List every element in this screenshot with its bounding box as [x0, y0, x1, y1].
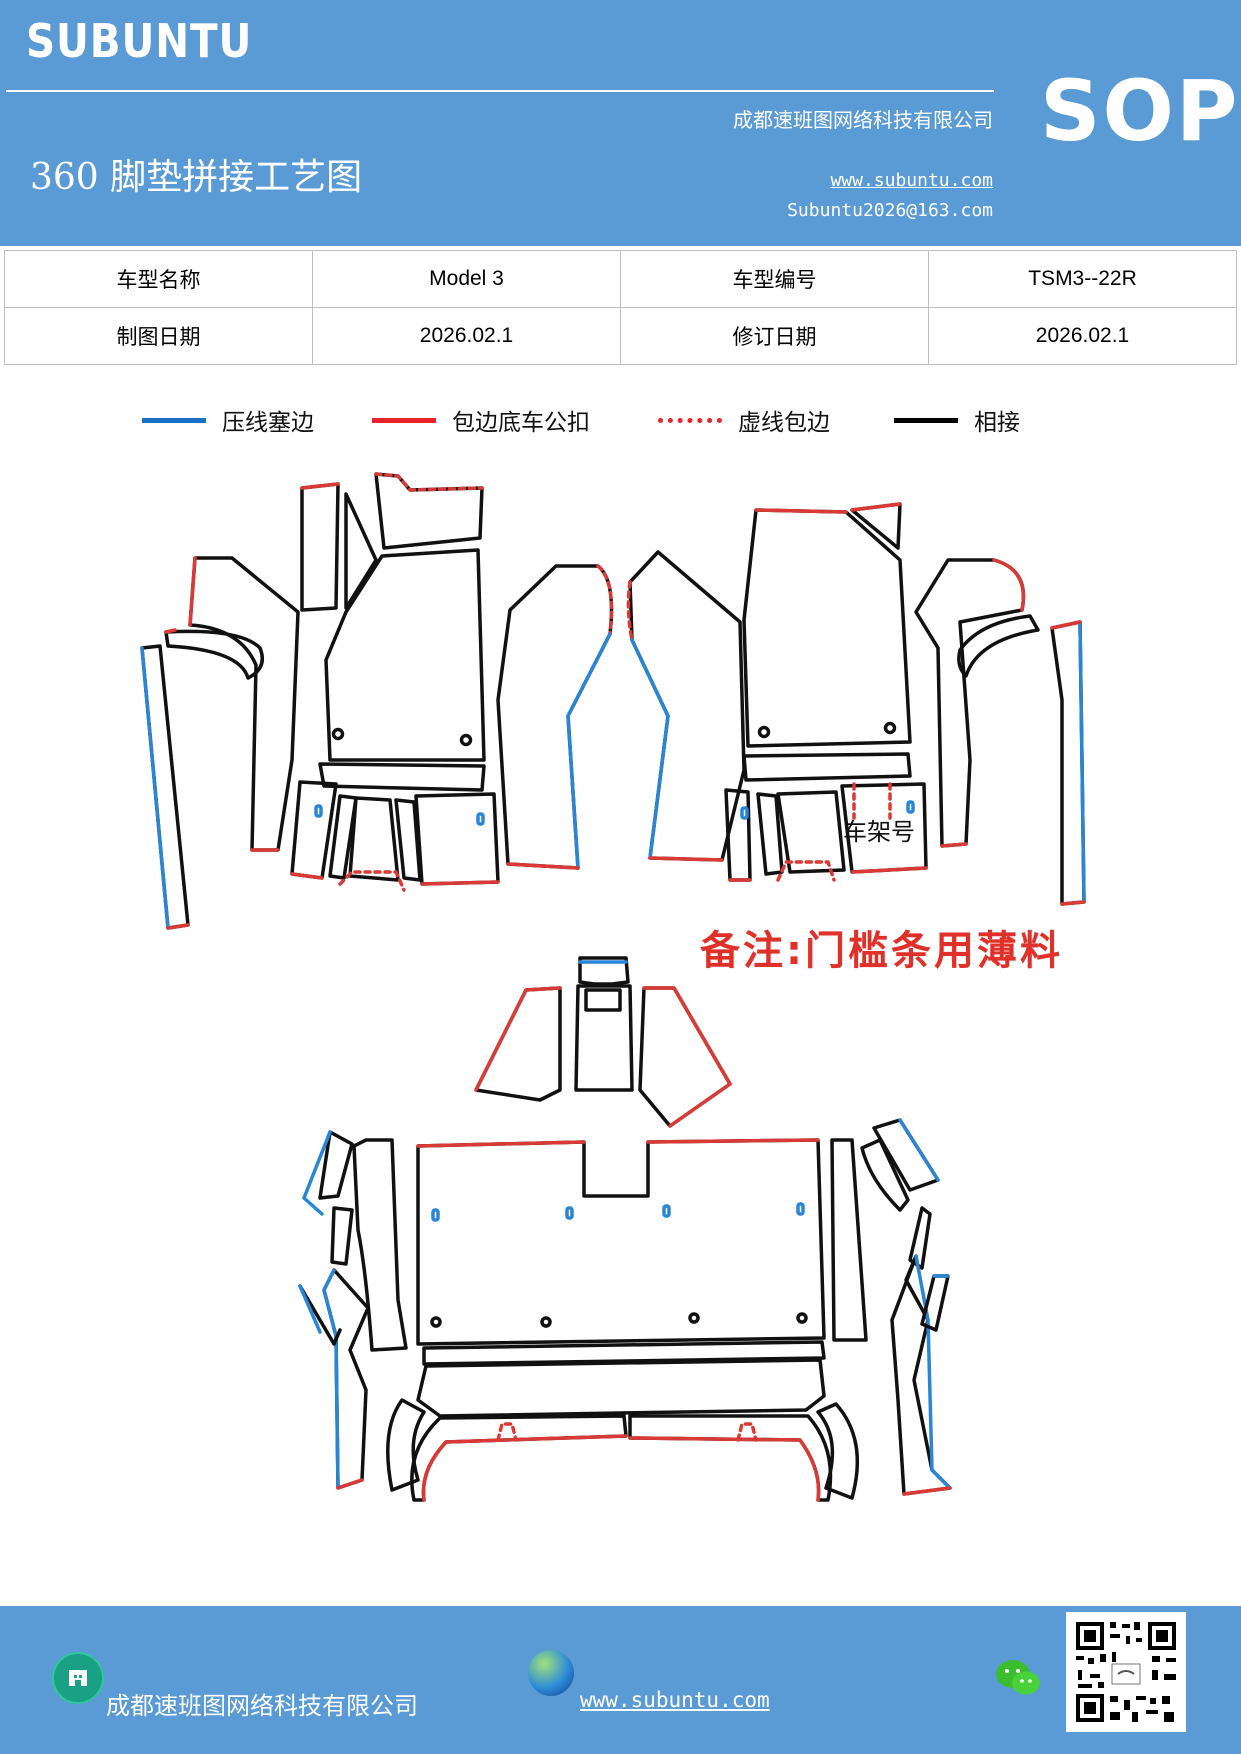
table-row: 车型名称 Model 3 车型编号 TSM3--22R: [4, 250, 1237, 308]
table-row: 制图日期 2026.02.1 修订日期 2026.02.1: [4, 307, 1237, 365]
label-revise-date: 修订日期: [620, 307, 929, 365]
document-title: 360 脚垫拼接工艺图: [30, 157, 363, 198]
legend-label: 虚线包边: [738, 410, 830, 436]
legend-item-wrap-edge: 包边底车公扣: [372, 400, 590, 440]
label-model-name: 车型名称: [4, 250, 313, 308]
qr-code: [1066, 1612, 1186, 1732]
legend-item-dotted-wrap: 虚线包边: [658, 400, 830, 440]
label-model-code: 车型编号: [620, 250, 929, 308]
vehicle-info-table: 车型名称 Model 3 车型编号 TSM3--22R 制图日期 2026.02…: [4, 250, 1237, 365]
brand-logo: SUBUNTU: [26, 14, 253, 68]
right-front-mat-group: [626, 502, 1086, 906]
value-model-name: Model 3: [312, 250, 621, 308]
company-icon: [52, 1652, 104, 1704]
value-model-code: TSM3--22R: [928, 250, 1237, 308]
line-legend: 压线塞边 包边底车公扣 虚线包边 相接: [0, 400, 1241, 440]
globe-icon: [528, 1650, 574, 1696]
footer-company: 成都速班图网络科技有限公司: [106, 1692, 418, 1720]
legend-swatch: [372, 417, 436, 423]
legend-label: 包边底车公扣: [452, 410, 590, 436]
legend-item-joint: 相接: [894, 400, 1020, 440]
page-header: SUBUNTU SOP 360 脚垫拼接工艺图 成都速班图网络科技有限公司 ww…: [0, 0, 1241, 246]
legend-label: 压线塞边: [222, 410, 314, 436]
remark-note: 备注:门槛条用薄料: [700, 928, 1063, 974]
header-divider: [6, 90, 994, 92]
wechat-icon[interactable]: [994, 1656, 1044, 1700]
value-revise-date: 2026.02.1: [928, 307, 1237, 365]
sop-label: SOP: [1040, 62, 1240, 160]
header-email: Subuntu2026@163.com: [787, 200, 993, 221]
header-website-link[interactable]: www.subuntu.com: [830, 170, 993, 191]
value-draw-date: 2026.02.1: [312, 307, 621, 365]
frame-number-label: 车架号: [843, 818, 915, 846]
label-draw-date: 制图日期: [4, 307, 313, 365]
header-company: 成都速班图网络科技有限公司: [733, 108, 993, 132]
floor-mat-diagram: [140, 472, 1086, 1502]
legend-swatch: [658, 417, 722, 423]
legend-item-press-edge: 压线塞边: [142, 400, 314, 440]
left-front-mat-group: [140, 472, 614, 930]
legend-swatch: [142, 417, 206, 423]
rear-mat-group: [298, 956, 952, 1502]
page-footer: 成都速班图网络科技有限公司 www.subuntu.com: [0, 1606, 1241, 1754]
footer-website-link[interactable]: www.subuntu.com: [580, 1688, 770, 1712]
legend-swatch: [894, 417, 958, 423]
legend-label: 相接: [974, 410, 1020, 436]
